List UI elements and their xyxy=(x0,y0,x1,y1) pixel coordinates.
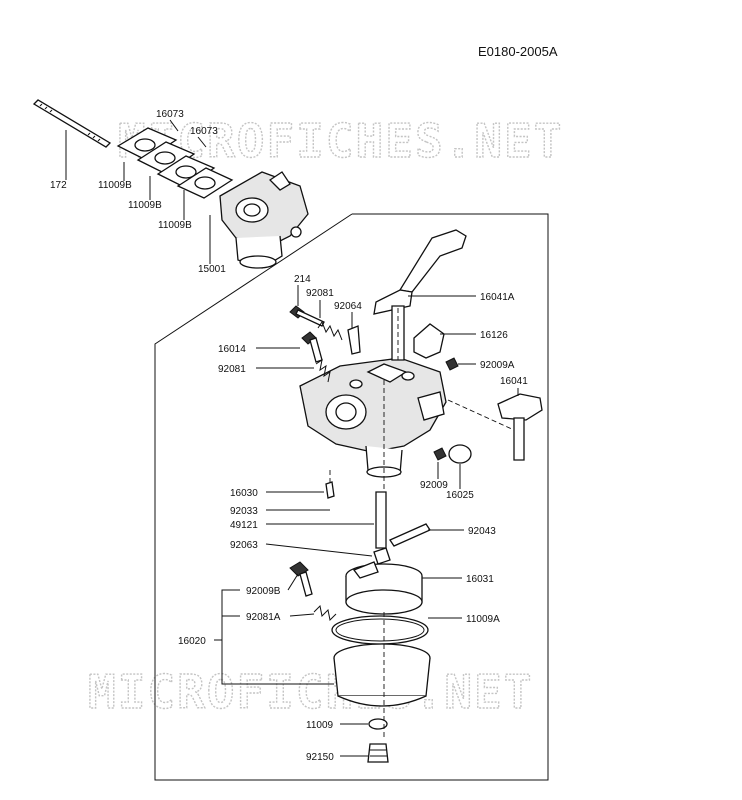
stud-bolt xyxy=(32,99,112,148)
label-16025: 16025 xyxy=(446,490,474,501)
label-16014: 16014 xyxy=(218,344,246,355)
gasket-11009a xyxy=(331,615,429,645)
label-16073-lower: 16073 xyxy=(190,126,218,137)
label-172: 172 xyxy=(50,180,67,191)
label-214: 214 xyxy=(294,274,311,285)
label-92150: 92150 xyxy=(306,752,334,763)
label-16073-upper: 16073 xyxy=(156,109,184,120)
label-11009: 11009 xyxy=(306,720,334,731)
jet-16030 xyxy=(325,481,335,499)
label-92064: 92064 xyxy=(334,301,362,312)
float-bowl xyxy=(333,643,431,707)
screw-214-shank xyxy=(295,309,325,327)
label-16041: 16041 xyxy=(500,376,528,387)
carburetor-assembly-small xyxy=(219,171,309,269)
watermark-bottom: MICROFICHES.NET xyxy=(88,665,533,719)
jet-92064 xyxy=(347,325,361,355)
carburetor-body xyxy=(299,357,447,478)
screw-92009b-shank xyxy=(299,571,313,597)
spring-92081-upper xyxy=(317,320,343,341)
label-11009b-c: 11009B xyxy=(158,220,192,231)
pin-92043 xyxy=(389,523,431,547)
label-92081-top: 92081 xyxy=(306,288,334,299)
washer-11009 xyxy=(368,718,388,730)
label-16030: 16030 xyxy=(230,488,258,499)
label-11009b-b: 11009B xyxy=(128,200,162,211)
throttle-lever xyxy=(373,229,467,361)
screw-92009a xyxy=(445,357,459,371)
gasket-set xyxy=(116,127,234,199)
label-49121: 49121 xyxy=(230,520,258,531)
label-11009b-a: 11009B xyxy=(98,180,132,191)
float xyxy=(345,561,423,615)
label-15001: 15001 xyxy=(198,264,226,275)
screw-92009 xyxy=(433,447,447,461)
label-16031: 16031 xyxy=(466,574,494,585)
diagram-code: E0180-2005A xyxy=(478,44,558,59)
label-16041a: 16041A xyxy=(480,292,515,303)
throttle-plate xyxy=(413,323,445,359)
label-92009a: 92009A xyxy=(480,360,515,371)
valve-92063 xyxy=(373,547,391,565)
label-92063: 92063 xyxy=(230,540,258,551)
label-92033: 92033 xyxy=(230,506,258,517)
label-92081-mid: 92081 xyxy=(218,364,246,375)
label-92009: 92009 xyxy=(420,480,448,491)
label-92009b: 92009B xyxy=(246,586,281,597)
choke-lever xyxy=(497,393,543,461)
float-needle-49121 xyxy=(375,491,387,549)
label-16126: 16126 xyxy=(480,330,508,341)
detail-frame xyxy=(154,213,549,781)
spring-92081-mid xyxy=(315,358,331,383)
screw-16014-shank xyxy=(309,337,323,363)
choke-plate xyxy=(448,444,472,464)
label-11009a: 11009A xyxy=(466,614,500,625)
bolt-92150 xyxy=(367,743,389,763)
spring-92081a xyxy=(313,604,337,622)
label-16020: 16020 xyxy=(178,636,206,647)
label-92081a: 92081A xyxy=(246,612,281,623)
label-92043: 92043 xyxy=(468,526,496,537)
